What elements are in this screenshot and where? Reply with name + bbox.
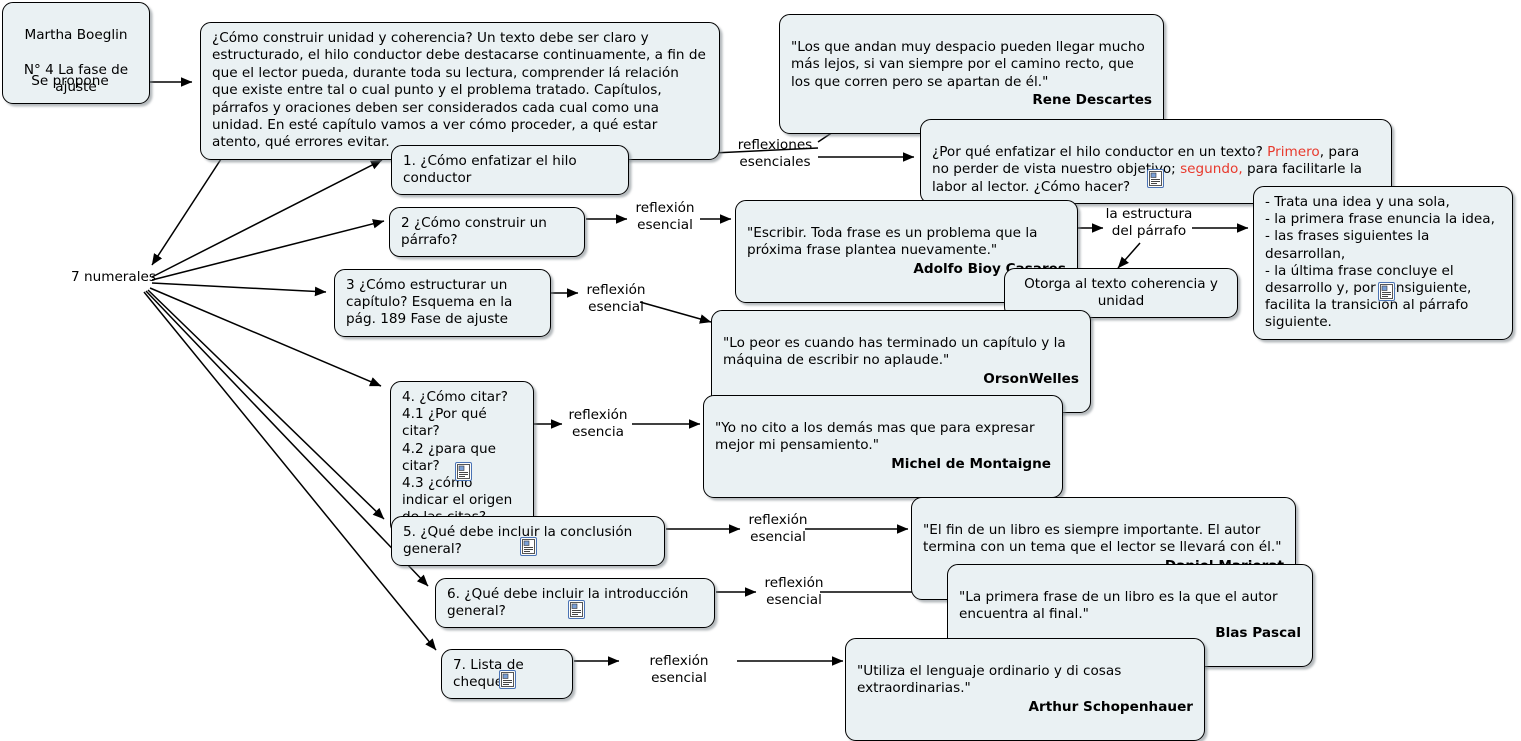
quote-author: Arthur Schopenhauer	[1028, 698, 1193, 715]
quote-text: "Lo peor es cuando has terminado un capí…	[723, 335, 1066, 369]
document-image-icon[interactable]	[1378, 282, 1395, 301]
quote-text: "Los que andan muy despacio pueden llega…	[791, 39, 1145, 90]
document-image-icon[interactable]	[455, 462, 472, 481]
root-title-line2: N° 4 La fase de ajuste	[23, 61, 129, 95]
document-image-icon[interactable]	[520, 537, 537, 556]
parrafo-structure-node[interactable]: - Trata una idea y una sola, - la primer…	[1253, 186, 1513, 340]
quote-author: Rene Descartes	[1032, 91, 1152, 108]
hilo-highlight-primero: Primero	[1267, 144, 1320, 161]
numeral-node-5[interactable]: 5. ¿Qué debe incluir la conclusión gener…	[391, 516, 665, 567]
quote-node-descartes[interactable]: "Los que andan muy despacio pueden llega…	[779, 14, 1164, 135]
numeral-node-2[interactable]: 2 ¿Cómo construir un párrafo?	[389, 207, 585, 258]
document-image-icon[interactable]	[1147, 169, 1164, 188]
numeral-node-3[interactable]: 3 ¿Cómo estructurar un capítulo? Esquema…	[334, 269, 551, 337]
quote-text: "La primera frase de un libro es la que …	[959, 589, 1278, 623]
hilo-conductor-node[interactable]: ¿Por qué enfatizar el hilo conductor en …	[920, 119, 1392, 204]
edge-label-reflexiones-esenciales: reflexiones esenciales	[737, 137, 813, 171]
quote-node-montaigne[interactable]: "Yo no cito a los demás mas que para exp…	[703, 395, 1063, 499]
quote-text: "Yo no cito a los demás mas que para exp…	[715, 420, 1035, 454]
hub-label-7-numerales: 7 numerales	[71, 269, 156, 285]
quote-author: Blas Pascal	[1215, 624, 1301, 641]
document-image-icon[interactable]	[568, 600, 585, 619]
edge-label-reflexion-esencial-5: reflexión esencial	[748, 512, 808, 546]
numeral-node-1[interactable]: 1. ¿Cómo enfatizar el hilo conductor	[391, 145, 629, 196]
edge-label-reflexion-esencia-4: reflexión esencia	[568, 407, 628, 441]
quote-text: "Utiliza el lenguaje ordinario y di cosa…	[857, 663, 1122, 697]
intro-text-node[interactable]: ¿Cómo construir unidad y coherencia? Un …	[200, 22, 720, 160]
quote-author: Michel de Montaigne	[891, 455, 1051, 472]
edge-label-reflexion-esencial-6: reflexión esencial	[764, 575, 824, 609]
edge-label-reflexion-esencial-3: reflexión esencial	[586, 282, 646, 316]
hilo-part3: para facilitarle la labor al lector. ¿Có…	[932, 161, 1362, 195]
edge-label-reflexion-esencial-7: reflexión esencial	[649, 653, 709, 687]
edge-label-reflexion-esencial-2: reflexión esencial	[635, 200, 695, 234]
root-title-node[interactable]: Martha Boeglin N° 4 La fase de ajuste	[2, 2, 150, 105]
numeral-node-4[interactable]: 4. ¿Cómo citar? 4.1 ¿Por qué citar? 4.2 …	[390, 381, 534, 535]
quote-node-schopenhauer[interactable]: "Utiliza el lenguaje ordinario y di cosa…	[845, 638, 1205, 741]
edge-label-estructura-parrafo: la estructura del párrafo	[1105, 206, 1193, 240]
root-title-line1: Martha Boeglin	[24, 27, 128, 44]
quote-text: "El fin de un libro es siempre important…	[923, 522, 1282, 556]
edge-label-se-propone: Se propone	[31, 73, 109, 89]
document-image-icon[interactable]	[499, 670, 516, 689]
quote-text: "Escribir. Toda frase es un problema que…	[747, 225, 1038, 259]
quote-author: OrsonWelles	[983, 370, 1079, 387]
hilo-highlight-segundo: segundo,	[1180, 161, 1243, 178]
hilo-part1: ¿Por qué enfatizar el hilo conductor en …	[932, 144, 1268, 161]
